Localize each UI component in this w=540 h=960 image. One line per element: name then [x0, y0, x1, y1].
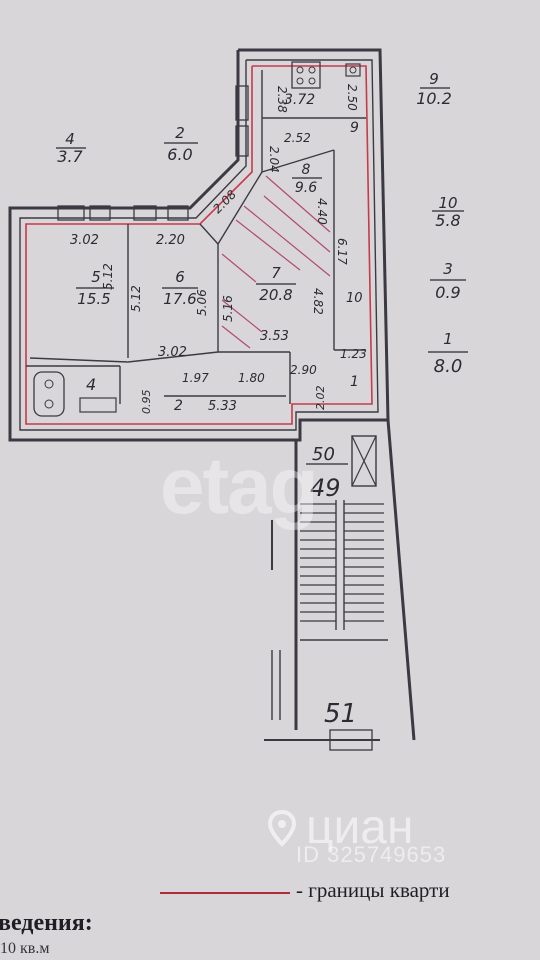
dim-516: 5.16 [221, 295, 235, 322]
legend-red-line [160, 892, 290, 894]
dim-238: 2.38 [275, 86, 289, 113]
footer-title: ведения: [0, 910, 93, 936]
dim-533: 5.33 [208, 399, 237, 414]
label-room9-small: 9 [350, 120, 359, 136]
room-number-10: 10 [438, 194, 457, 212]
label-room10-small: 10 [346, 291, 363, 306]
outer-wall [8, 48, 390, 442]
sink-icon [345, 63, 361, 77]
wall-room5-bottom [29, 357, 129, 363]
room-area-10: 5.8 [435, 211, 460, 230]
small-labels: 9 3.72 4 2 1 10 [86, 92, 363, 414]
room-number-4: 4 [65, 130, 75, 148]
stair-label-49: 49 [310, 474, 341, 502]
dim-197: 1.97 [182, 371, 209, 385]
outer-wall-inner-line [19, 59, 379, 431]
room-number-9: 9 [429, 70, 439, 88]
stair-labels: 50 49 51 [306, 444, 357, 729]
sink-bath-icon [79, 397, 117, 413]
dim-302a: 3.02 [70, 233, 99, 248]
dim-512b: 5.12 [129, 285, 143, 312]
windows [57, 85, 249, 221]
stair-steps [300, 503, 384, 622]
dim-250: 2.50 [345, 84, 359, 111]
room-area-2: 6.0 [167, 145, 192, 164]
room-area-8: 9.6 [295, 180, 317, 196]
dim-440: 4.40 [315, 198, 329, 225]
location-pin-icon [267, 809, 297, 847]
footer-subtitle: 10 кв.м [0, 940, 50, 957]
wall-room6-bottom [127, 351, 219, 363]
label-room4-small: 4 [86, 375, 96, 394]
bathtub-icon [33, 371, 65, 417]
dim-220: 2.20 [156, 233, 185, 248]
room-area-7: 20.8 [259, 286, 292, 304]
room-area-1: 8.0 [434, 356, 463, 377]
room-number-3: 3 [443, 260, 453, 278]
room-area-3: 0.9 [435, 283, 460, 302]
room-area-9: 10.2 [416, 89, 452, 108]
dim-482: 4.82 [311, 288, 325, 315]
room-area-5: 15.5 [77, 290, 110, 308]
stove-icon [291, 61, 321, 89]
dim-252: 2.52 [284, 131, 311, 145]
hatching [221, 175, 331, 349]
stair-label-51: 51 [324, 699, 357, 729]
room-number-1: 1 [443, 330, 453, 348]
room-area-4: 3.7 [57, 147, 83, 166]
dim-512a: 5.12 [101, 263, 115, 290]
dim-353: 3.53 [260, 329, 289, 344]
dim-123: 1.23 [340, 347, 367, 361]
room-number-8: 8 [302, 162, 311, 178]
dim-202: 2.02 [314, 386, 327, 411]
watermark-etag: etag [160, 441, 318, 530]
watermark-cian-id: ID 325749653 [296, 842, 447, 867]
dim-617: 6.17 [335, 238, 349, 265]
dim-095: 0.95 [140, 390, 153, 415]
label-room2-small: 2 [174, 398, 183, 414]
watermark-cian: циан [306, 801, 414, 854]
wall-room8-top [261, 149, 335, 173]
room-number-7: 7 [271, 264, 281, 282]
room-number-2: 2 [175, 124, 185, 142]
room-number-6: 6 [175, 268, 185, 286]
label-kitchen-area: 3.72 [284, 92, 315, 108]
dim-290: 2.90 [290, 363, 317, 377]
dimension-labels: 2.38 2.50 2.52 2.04 2.08 3.02 2.20 5.12 … [70, 84, 367, 414]
dim-506: 5.06 [195, 289, 209, 316]
wall-diagonal [217, 171, 263, 245]
dim-208: 2.08 [210, 187, 239, 216]
room-number-5: 5 [91, 268, 101, 286]
stair-label-50: 50 [312, 444, 335, 465]
apartment-boundary [25, 65, 373, 425]
label-room1-small: 1 [350, 374, 359, 390]
legend-text: - границы кварти [296, 878, 450, 902]
dim-204: 2.04 [267, 146, 281, 173]
room-area-6: 17.6 [163, 290, 196, 308]
stairwell [264, 419, 416, 751]
wall-diagonal-2 [199, 223, 219, 245]
dim-180: 1.80 [238, 371, 265, 385]
dim-302b: 3.02 [158, 345, 187, 360]
room-labels: 9 10.2 4 3.7 2 6.0 10 5.8 3 0.9 1 8.0 5 … [56, 70, 468, 377]
